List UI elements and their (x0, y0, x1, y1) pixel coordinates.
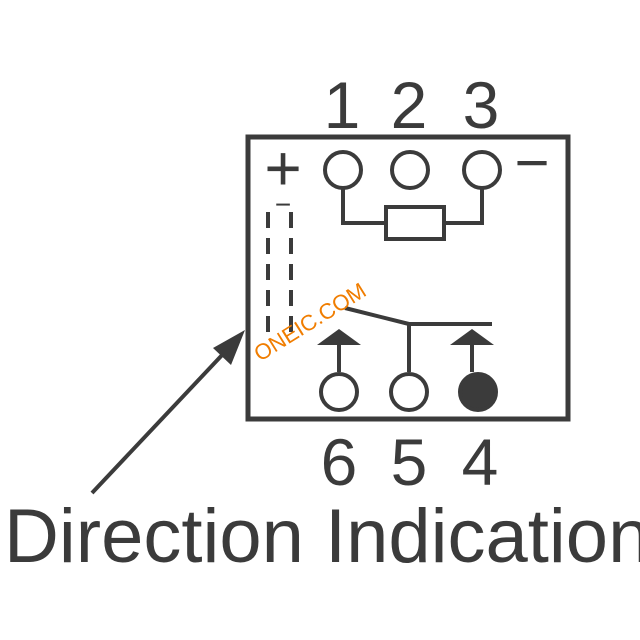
pin-label-5: 5 (391, 425, 428, 499)
coil-symbol (341, 188, 484, 241)
pointer-arrowhead (213, 330, 245, 365)
pin-label-6: 6 (321, 425, 358, 499)
plus-sign: + (264, 132, 301, 204)
pin-label-1: 1 (324, 68, 361, 142)
switch-contact (344, 306, 492, 372)
pin-label-4: 4 (462, 425, 499, 499)
terminal-3 (462, 150, 502, 190)
contact-terminals (319, 372, 498, 412)
minus-sign: − (275, 189, 291, 220)
coil-resistor (384, 205, 446, 241)
diagram-caption: Direction Indication (4, 494, 640, 579)
contact-arrow-6 (317, 329, 361, 345)
pin-label-3: 3 (463, 68, 500, 142)
contact-arrow-4 (450, 329, 494, 345)
minus-sign-right: − (514, 129, 549, 196)
pointer-arrow (90, 330, 245, 495)
terminal-4 (458, 372, 498, 412)
package-outline (245, 134, 571, 422)
direction-indicator-dashes (266, 212, 293, 340)
terminal-1 (323, 150, 363, 190)
switch-blade (344, 306, 410, 326)
coil-terminals (323, 150, 502, 190)
terminal-2 (390, 150, 430, 190)
pin-label-2: 2 (391, 68, 428, 142)
contact-arrows (317, 329, 494, 372)
terminal-5 (389, 372, 429, 412)
terminal-6 (319, 372, 359, 412)
